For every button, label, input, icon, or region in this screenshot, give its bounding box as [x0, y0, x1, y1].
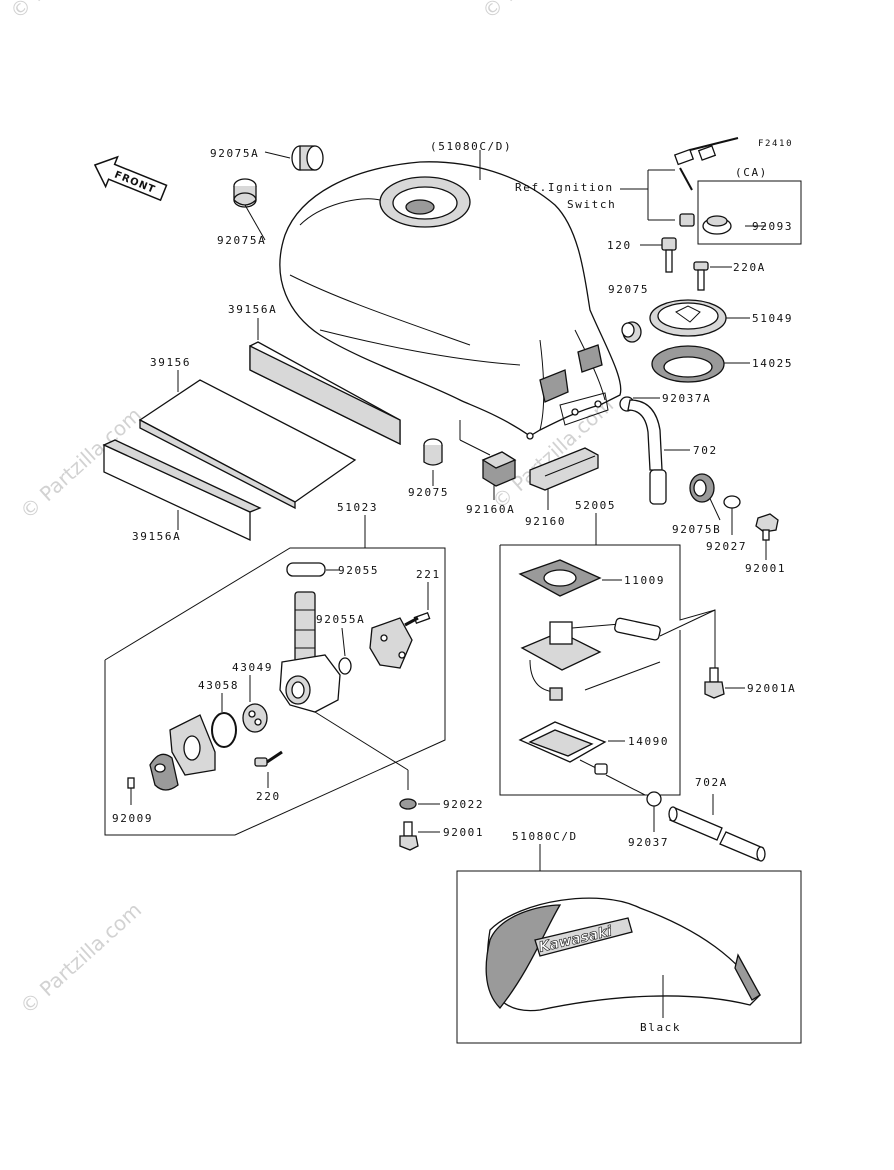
part-39156A-pad-top — [249, 341, 401, 446]
part-11009-gasket — [518, 559, 602, 597]
part-92075A-top — [291, 145, 324, 171]
part-fuel-cock-body — [279, 591, 341, 713]
label-14090: 14090 — [628, 735, 669, 748]
label-120: 120 — [607, 239, 632, 252]
part-92027-washer — [723, 495, 741, 509]
part-702A-hose — [668, 806, 766, 862]
label-220: 220 — [256, 790, 281, 803]
watermark-lower-left: © Partzilla.com — [15, 898, 146, 1019]
label-220A: 220A — [733, 261, 766, 274]
ca-box — [697, 180, 802, 245]
part-221-screw — [404, 611, 431, 627]
label-92009: 92009 — [112, 812, 153, 825]
part-92009-screw — [127, 777, 135, 805]
part-92001-bolt-bottom — [399, 821, 419, 851]
label-92001-right: 92001 — [745, 562, 786, 575]
label-92075B: 92075B — [672, 523, 721, 536]
front-arrow-icon: FRONT — [93, 155, 168, 202]
tank-color-box — [456, 870, 802, 1044]
part-702-hose — [627, 399, 667, 505]
part-14025-gasket — [651, 345, 725, 383]
part-220A-screw — [693, 261, 709, 291]
label-92022: 92022 — [443, 798, 484, 811]
watermark-top-left: © Partzilla.com — [5, 0, 136, 24]
part-92075-mid — [423, 438, 443, 466]
watermark-top-center: © Partzilla.com — [477, 0, 608, 24]
label-43058: 43058 — [198, 679, 239, 692]
label-92001-bottom: 92001 — [443, 826, 484, 839]
part-fuel-gauge-unit — [520, 609, 716, 701]
label-92075-mid: 92075 — [408, 486, 449, 499]
part-39156A-pad-bottom — [102, 439, 262, 542]
part-51049-cap — [649, 299, 727, 337]
part-43058-gasket — [211, 712, 237, 748]
figure-code: F2410 — [758, 139, 793, 149]
label-51049: 51049 — [752, 312, 793, 325]
part-92001A-bolt — [704, 667, 725, 699]
label-39156A-top: 39156A — [228, 303, 277, 316]
label-ref-ignition-1: Ref.Ignition — [515, 181, 614, 194]
label-92075A-bottom: 92075A — [217, 234, 266, 247]
label-92037A: 92037A — [662, 392, 711, 405]
label-51080CD-top: (51080C/D) — [430, 140, 512, 153]
part-cover-plate — [369, 617, 413, 669]
label-92055: 92055 — [338, 564, 379, 577]
label-92075-right: 92075 — [608, 283, 649, 296]
label-221: 221 — [416, 568, 441, 581]
label-black: Black — [640, 1021, 681, 1034]
label-39156A-bottom: 39156A — [132, 530, 181, 543]
label-92027: 92027 — [706, 540, 747, 553]
label-52005: 52005 — [575, 499, 616, 512]
label-51023: 51023 — [337, 501, 378, 514]
part-120-bolt — [661, 237, 677, 273]
label-51080CD-bottom: 51080C/D — [512, 830, 578, 843]
label-43049: 43049 — [232, 661, 273, 674]
part-92160A-block — [481, 451, 517, 487]
part-92075A-bottom — [233, 178, 257, 208]
part-220-screw — [254, 750, 283, 788]
label-39156: 39156 — [150, 356, 191, 369]
fuel-tank — [279, 161, 622, 440]
label-92160: 92160 — [525, 515, 566, 528]
part-92055A-oring — [338, 657, 352, 675]
part-92093 — [702, 215, 732, 235]
label-92055A: 92055A — [316, 613, 365, 626]
label-702: 702 — [693, 444, 718, 457]
label-92001A: 92001A — [747, 682, 796, 695]
part-92037-clamp — [646, 791, 662, 807]
part-fuel-lever — [149, 753, 179, 791]
part-valve-plate — [169, 714, 216, 776]
part-14090-cover — [518, 721, 608, 775]
label-14025: 14025 — [752, 357, 793, 370]
label-92037: 92037 — [628, 836, 669, 849]
part-92075-right — [621, 321, 642, 343]
part-92022-washer — [399, 798, 417, 810]
label-92093: 92093 — [752, 220, 793, 233]
fuel-cock-frame — [104, 547, 446, 836]
label-92160A: 92160A — [466, 503, 515, 516]
part-43049-diaphragm — [242, 703, 268, 733]
label-ca: (CA) — [735, 166, 768, 179]
ignition-key-icon — [673, 137, 739, 227]
fuel-gauge-frame — [500, 544, 716, 668]
part-92055-oring — [286, 562, 326, 577]
part-labels: 92075A 92075A (51080C/D) Ref.Ignition Sw… — [112, 140, 796, 1034]
part-92160-damper — [529, 447, 599, 491]
part-51080CD-tank-cover: Kawasaki — [485, 897, 761, 1012]
part-92075B-grommet — [689, 473, 715, 503]
label-ref-ignition-2: Switch — [567, 198, 616, 211]
part-39156-pad — [138, 379, 357, 510]
label-702A: 702A — [695, 776, 728, 789]
part-92001-bolt-right — [755, 513, 779, 541]
label-92075A-top: 92075A — [210, 147, 259, 160]
label-11009: 11009 — [624, 574, 665, 587]
